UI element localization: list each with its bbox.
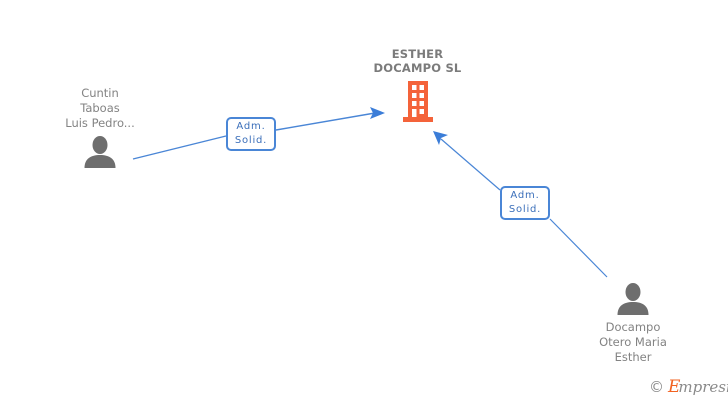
edge-right-segment-2 [440,138,501,191]
person-right-label-line-2: Otero Maria [599,335,667,349]
company-label-line-1: ESTHER [391,47,444,61]
person-icon [617,283,649,315]
node-company[interactable]: ESTHER DOCAMPO SL [330,47,505,123]
edge-left-segment-2 [275,112,376,131]
brand-wordmark: E mpresia [668,379,728,396]
copyright-icon: © [649,378,664,396]
edge-label-badge-left[interactable]: Adm. Solid. [226,117,276,151]
node-person-left[interactable]: Cuntin Taboas Luis Pedro... [35,86,165,168]
edge-right-badge-line-2: Solid. [508,204,542,215]
brand-rest: mpresia [678,378,728,396]
person-right-icon-wrap [568,283,698,315]
edge-left-arrowhead [370,107,385,119]
brand-initial: E [668,377,681,397]
building-icon-wrap [330,81,505,123]
person-left-icon-wrap [35,136,165,168]
building-icon [402,81,433,122]
person-icon [84,136,116,168]
edge-right-segment-1 [549,218,608,278]
edge-right-badge-line-1: Adm. [510,190,540,201]
edge-label-badge-right[interactable]: Adm. Solid. [500,186,550,220]
person-right-label-line-1: Docampo [605,320,661,334]
empresia-watermark: © E mpresia [649,379,728,396]
person-right-label-line-3: Esther [614,350,652,364]
person-left-label-line-3: Luis Pedro... [65,116,135,130]
edge-left-badge-line-1: Adm. [236,121,266,132]
edge-left-badge-line-2: Solid. [234,135,268,146]
edge-right-arrowhead [433,131,448,145]
person-left-label-line-1: Cuntin [81,86,119,100]
node-person-right[interactable]: Docampo Otero Maria Esther [568,283,698,365]
edge-left-segment-1 [132,135,227,160]
company-label-line-2: DOCAMPO SL [373,61,462,75]
person-left-label-line-2: Taboas [80,101,120,115]
